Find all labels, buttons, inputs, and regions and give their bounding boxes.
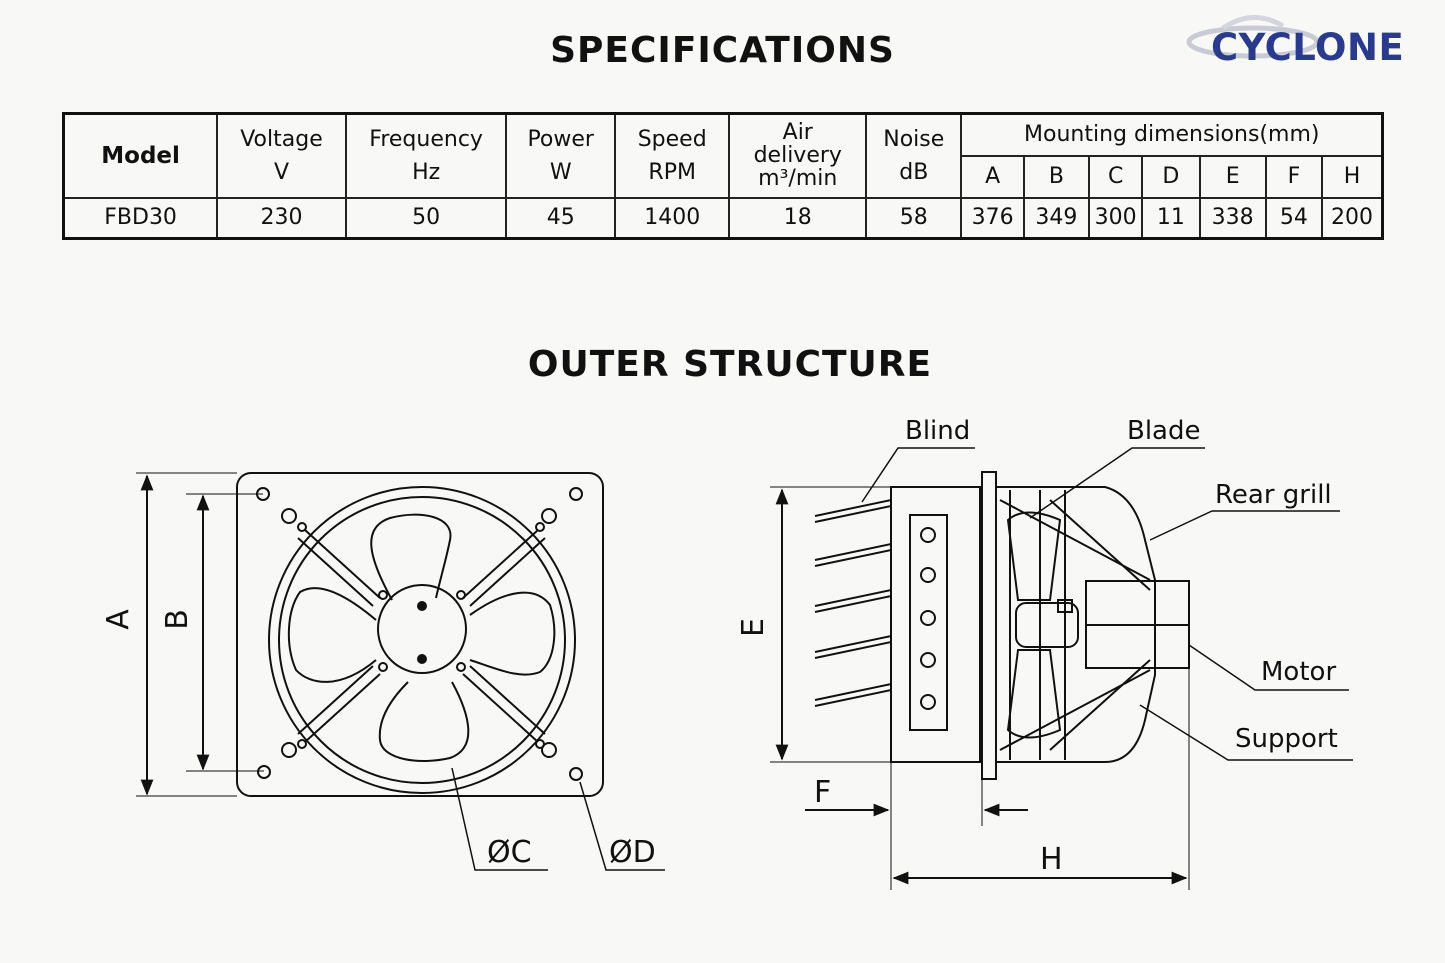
- front-view: [236, 472, 604, 797]
- specifications-title: SPECIFICATIONS: [550, 30, 895, 71]
- cell-dim-d: 11: [1141, 196, 1201, 240]
- dim-label-e: E: [735, 618, 771, 637]
- label-blade: Blade: [1127, 416, 1201, 446]
- header-dim-e: E: [1198, 154, 1267, 199]
- brand-name: CYCLONE: [1211, 26, 1405, 69]
- cell-noise: 58: [865, 196, 963, 240]
- cell-dim-h: 200: [1321, 196, 1384, 240]
- label-motor: Motor: [1261, 657, 1337, 687]
- cell-speed: 1400: [613, 196, 731, 240]
- dim-label-d: ØD: [609, 835, 656, 870]
- dim-label-b: B: [159, 609, 195, 630]
- header-dim-h: H: [1321, 154, 1384, 199]
- logo-swirl: [1186, 15, 1320, 59]
- cell-dim-c: 300: [1088, 196, 1144, 240]
- cell-frequency: 50: [344, 196, 508, 240]
- brand-logo: CYCLONE: [1183, 8, 1423, 78]
- header-dim-a: A: [960, 154, 1025, 199]
- header-mounting: Mounting dimensions(mm): [960, 112, 1384, 157]
- header-model: Model: [62, 112, 219, 199]
- dim-label-a: A: [100, 609, 136, 630]
- cell-voltage: 230: [216, 196, 347, 240]
- dim-label-f: F: [814, 775, 832, 810]
- cell-dim-e: 338: [1198, 196, 1267, 240]
- outer-structure-title: OUTER STRUCTURE: [527, 344, 933, 385]
- cell-dim-b: 349: [1022, 196, 1091, 240]
- cell-dim-a: 376: [960, 196, 1025, 240]
- label-blind: Blind: [905, 416, 971, 446]
- header-dim-b: B: [1022, 154, 1091, 199]
- cell-power: 45: [505, 196, 616, 240]
- header-dim-f: F: [1264, 154, 1324, 199]
- cell-model: FBD30: [62, 196, 219, 240]
- header-dim-d: D: [1141, 154, 1201, 199]
- dim-label-c: ØC: [487, 835, 532, 870]
- label-rear-grill: Rear grill: [1215, 480, 1332, 510]
- table-row: FBD30 230 50 45 1400 18 58 376 349 300 1…: [62, 196, 1384, 240]
- label-support: Support: [1235, 724, 1338, 754]
- cell-air: 18: [728, 196, 868, 240]
- cell-dim-f: 54: [1264, 196, 1324, 240]
- dim-label-h: H: [1040, 842, 1063, 877]
- header-dim-c: C: [1088, 154, 1144, 199]
- side-view: [814, 471, 1190, 780]
